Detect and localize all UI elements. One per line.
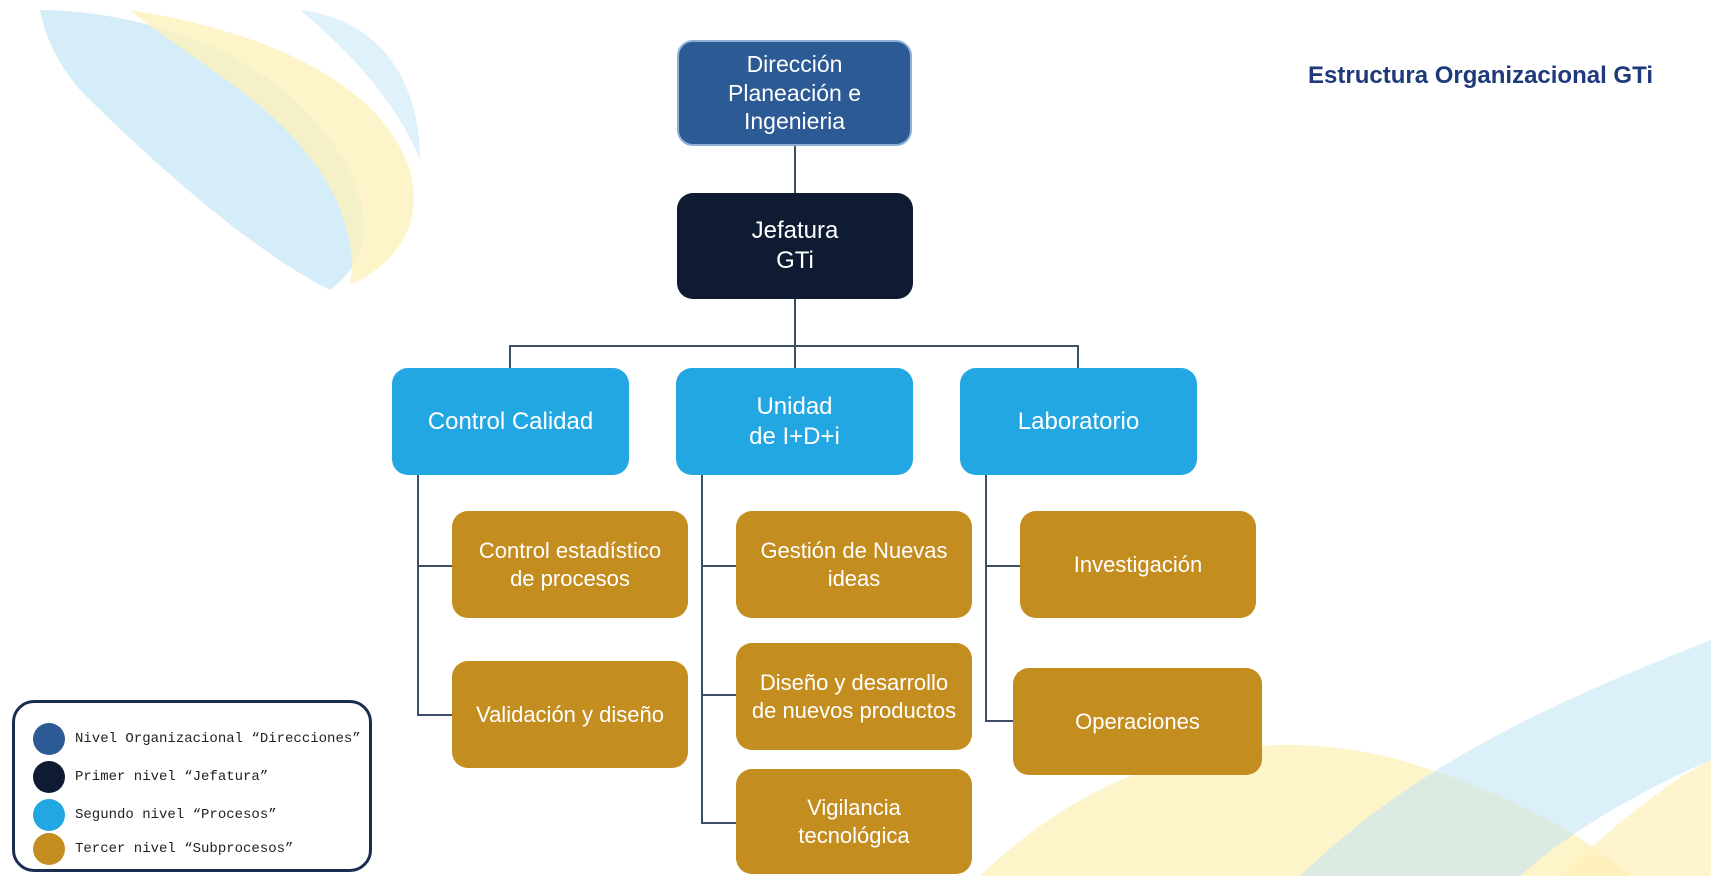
node-subproceso-gestion-nuevas-ideas: Gestión de Nuevas ideas [736,511,972,618]
legend-swatch [33,833,65,865]
node-jefatura-label: Jefatura GTi [751,217,839,274]
node-subproceso-label: Operaciones [1075,708,1200,734]
node-direccion: Dirección Planeación e Ingenieria [677,40,912,146]
legend-swatch [33,723,65,755]
page-title: Estructura Organizacional GTi [1308,62,1653,89]
legend-label: Nivel Organizacional “Direcciones” [75,731,361,747]
connector-control-calidad-branch-2 [417,714,453,716]
node-subproceso-label: Control estadístico de procesos [478,538,662,591]
connector-jefatura-down [794,298,796,346]
node-proceso-label: Unidad de I+D+i [749,392,840,450]
node-direccion-label: Dirección Planeación e Ingenieria [728,50,861,135]
connector-laboratorio-branch-1 [985,565,1021,567]
connector-unidad-branch-1 [701,565,737,567]
legend: Nivel Organizacional “Direcciones” Prime… [12,700,372,872]
node-subproceso-control-estadistico: Control estadístico de procesos [452,511,688,618]
node-subproceso-label: Investigación [1073,551,1203,577]
legend-item-jefatura: Primer nivel “Jefatura” [33,761,268,793]
node-subproceso-operaciones: Operaciones [1013,668,1262,775]
connector-control-calidad-branch-1 [417,565,453,567]
legend-swatch [33,761,65,793]
connector-unidad-up [794,345,796,369]
node-proceso-label: Laboratorio [1017,407,1140,435]
connector-unidad-branch-2 [701,694,737,696]
legend-label: Primer nivel “Jefatura” [75,769,269,785]
legend-swatch [33,799,65,831]
node-subproceso-vigilancia-tecnologica: Vigilancia tecnológica [736,769,972,874]
node-subproceso-label: Diseño y desarrollo de nuevos productos [751,670,957,723]
connector-laboratorio-branch-2 [985,720,1013,722]
legend-item-direcciones: Nivel Organizacional “Direcciones” [33,723,361,755]
node-proceso-unidad-idi: Unidad de I+D+i [676,368,913,475]
node-subproceso-label: Vigilancia tecnológica [798,795,910,848]
legend-item-procesos: Segundo nivel “Procesos” [33,799,277,831]
legend-label: Tercer nivel “Subprocesos” [75,841,294,857]
legend-label: Segundo nivel “Procesos” [75,807,277,823]
connector-control-calidad-up [509,345,511,369]
node-subproceso-label: Validación y diseño [476,701,664,727]
legend-item-subprocesos: Tercer nivel “Subprocesos” [33,833,293,865]
node-subproceso-investigacion: Investigación [1020,511,1256,618]
connector-laboratorio-trunk [985,474,987,722]
connector-unidad-branch-3 [701,822,737,824]
connector-laboratorio-up [1077,345,1079,369]
node-subproceso-diseno-desarrollo: Diseño y desarrollo de nuevos productos [736,643,972,750]
node-proceso-laboratorio: Laboratorio [960,368,1197,475]
connector-unidad-trunk [701,474,703,824]
node-subproceso-label: Gestión de Nuevas ideas [760,538,948,591]
node-proceso-label: Control Calidad [427,407,594,435]
connector-direccion-jefatura [794,146,796,194]
node-jefatura: Jefatura GTi [677,193,913,299]
node-subproceso-validacion-diseno: Validación y diseño [452,661,688,768]
node-proceso-control-calidad: Control Calidad [392,368,629,475]
connector-control-calidad-trunk [417,474,419,716]
